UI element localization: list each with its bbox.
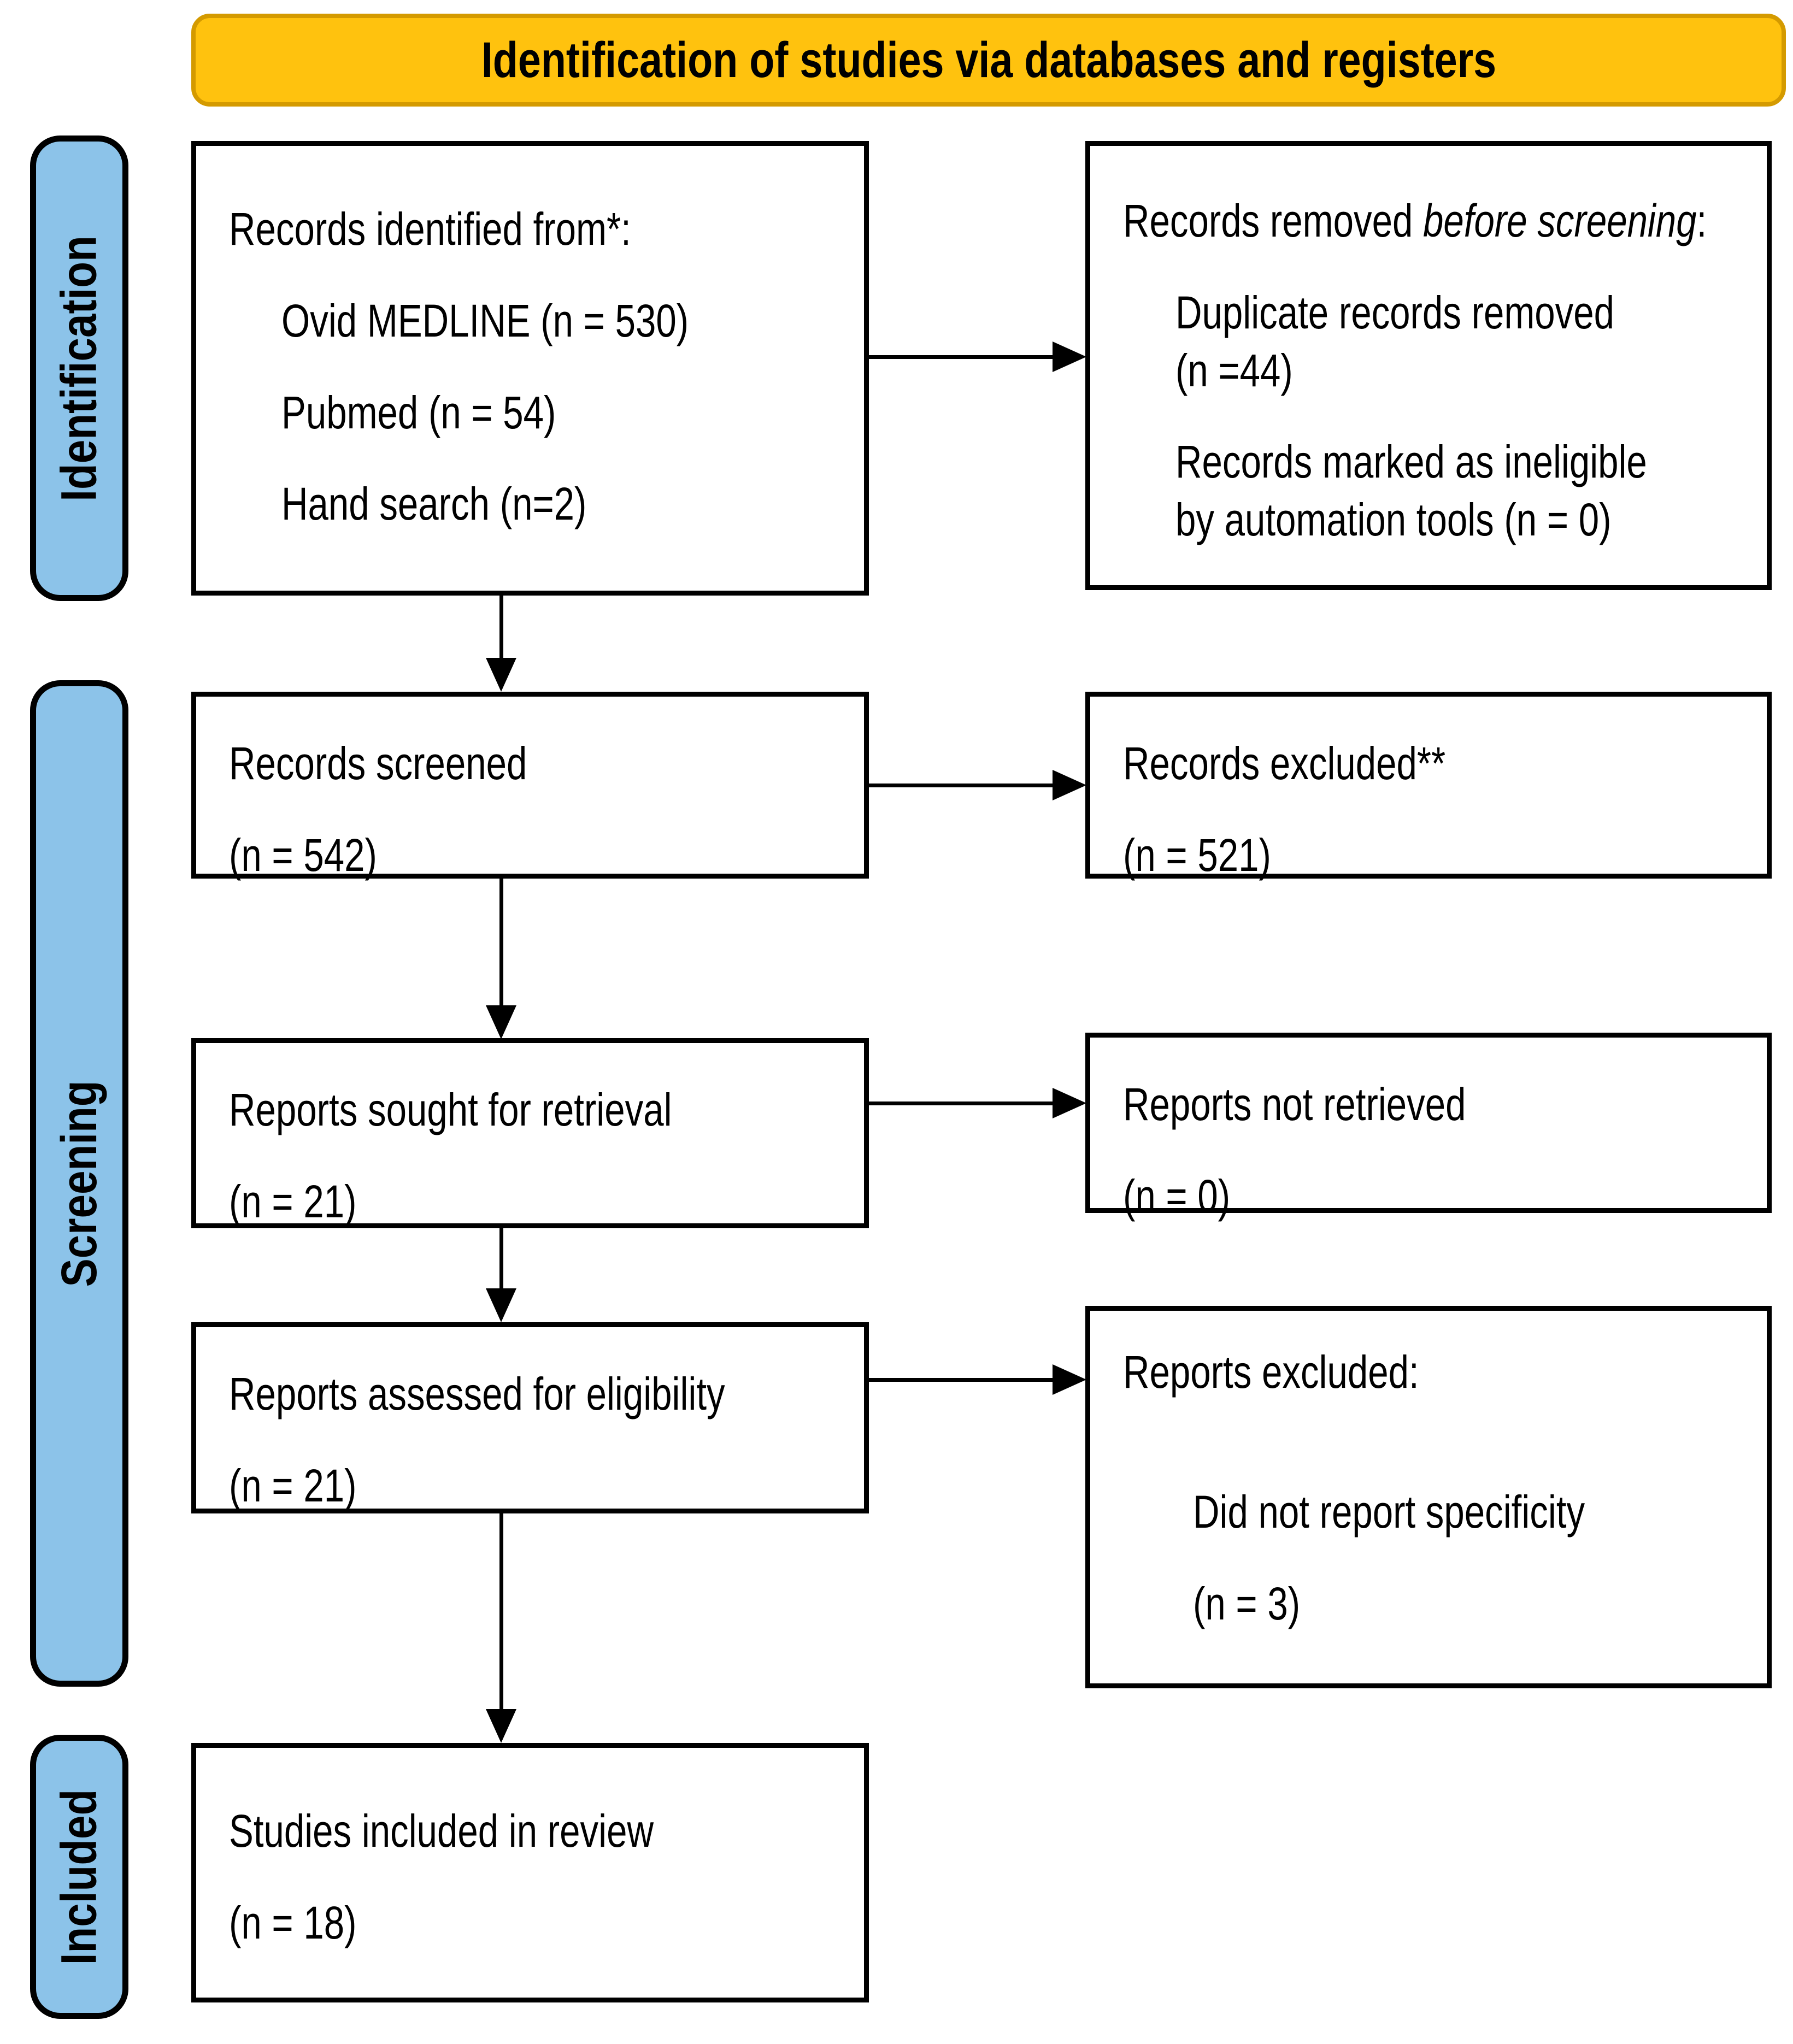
connector-assessed-to-reports-excluded bbox=[868, 1378, 1054, 1382]
text-line: Records marked as ineligible bbox=[1175, 436, 1647, 488]
text-segment-italic: before screening bbox=[1423, 195, 1697, 246]
box-studies-included: Studies included in review (n = 18) bbox=[191, 1743, 869, 2002]
box-records-screened: Records screened (n = 542) bbox=[191, 692, 869, 881]
text-line: Did not report specificity bbox=[1193, 1486, 1585, 1538]
text-line: Pubmed (n = 54) bbox=[281, 386, 556, 438]
arrowhead-down-icon bbox=[486, 1005, 516, 1039]
connector-sought-to-not-retrieved bbox=[868, 1101, 1054, 1105]
box-records-excluded-text: Records excluded** (n = 521) bbox=[1123, 735, 1734, 885]
box-records-removed: Records removed before screening: Duplic… bbox=[1085, 141, 1772, 590]
title-banner: Identification of studies via databases … bbox=[191, 14, 1786, 107]
connector-sought-to-assessed bbox=[499, 1227, 503, 1291]
text-line: Records identified from*: bbox=[229, 203, 631, 255]
box-reports-excluded: Reports excluded: Did not report specifi… bbox=[1085, 1306, 1772, 1688]
text-line: Reports sought for retrieval bbox=[229, 1084, 672, 1135]
box-reports-sought-text: Reports sought for retrieval (n = 21) bbox=[229, 1081, 831, 1231]
text-line: (n = 0) bbox=[1123, 1170, 1231, 1222]
text-line: Studies included in review bbox=[229, 1805, 654, 1857]
box-records-identified-text: Records identified from*: Ovid MEDLINE (… bbox=[229, 201, 831, 533]
box-reports-sought: Reports sought for retrieval (n = 21) bbox=[191, 1038, 869, 1228]
box-reports-assessed-text: Reports assessed for eligibility (n = 21… bbox=[229, 1365, 831, 1515]
stage-label-identification-text: Identification bbox=[51, 235, 107, 502]
text-segment: : bbox=[1696, 195, 1707, 246]
stage-label-screening: Screening bbox=[30, 680, 128, 1687]
stage-label-screening-text: Screening bbox=[51, 1080, 107, 1287]
text-line: (n = 542) bbox=[229, 829, 377, 881]
text-line: Ovid MEDLINE (n = 530) bbox=[281, 294, 689, 346]
arrowhead-down-icon bbox=[486, 1709, 516, 1743]
arrowhead-down-icon bbox=[486, 1288, 516, 1322]
text-line: (n = 3) bbox=[1193, 1577, 1301, 1629]
box-records-screened-text: Records screened (n = 542) bbox=[229, 735, 831, 885]
text-line: Reports excluded: bbox=[1123, 1346, 1419, 1398]
connector-screened-to-sought bbox=[499, 877, 503, 1006]
text-line: Records excluded** bbox=[1123, 738, 1446, 789]
text-line: (n = 21) bbox=[229, 1459, 357, 1511]
title-banner-label: Identification of studies via databases … bbox=[481, 32, 1496, 88]
text-line: Duplicate records removed bbox=[1175, 286, 1615, 338]
box-studies-included-text: Studies included in review (n = 18) bbox=[229, 1803, 831, 1952]
text-line: Reports assessed for eligibility bbox=[229, 1368, 725, 1419]
box-reports-assessed: Reports assessed for eligibility (n = 21… bbox=[191, 1322, 869, 1513]
box-reports-not-retrieved: Reports not retrieved (n = 0) bbox=[1085, 1033, 1772, 1222]
text-line: Reports not retrieved bbox=[1123, 1079, 1466, 1130]
stage-label-identification: Identification bbox=[30, 136, 128, 601]
arrowhead-right-icon bbox=[1053, 1088, 1086, 1118]
box-reports-excluded-text: Reports excluded: Did not report specifi… bbox=[1123, 1344, 1734, 1633]
text-line: Hand search (n=2) bbox=[281, 478, 587, 530]
text-line: (n = 521) bbox=[1123, 829, 1271, 881]
box-reports-not-retrieved-text: Reports not retrieved (n = 0) bbox=[1123, 1076, 1734, 1226]
connector-identified-to-screened bbox=[499, 594, 503, 661]
connector-assessed-to-included bbox=[499, 1512, 503, 1711]
arrowhead-right-icon bbox=[1053, 770, 1086, 800]
stage-label-included-text: Included bbox=[51, 1789, 107, 1965]
connector-screened-to-excluded bbox=[868, 784, 1054, 787]
box-records-identified: Records identified from*: Ovid MEDLINE (… bbox=[191, 141, 869, 596]
text-line: Records screened bbox=[229, 738, 527, 789]
arrowhead-right-icon bbox=[1053, 341, 1086, 372]
text-line: Records removed before screening: bbox=[1123, 192, 1734, 250]
text-segment: Records removed bbox=[1123, 195, 1424, 246]
arrowhead-down-icon bbox=[486, 658, 516, 692]
box-records-removed-text: Records removed before screening: Duplic… bbox=[1123, 192, 1734, 549]
text-line: (n = 21) bbox=[229, 1175, 357, 1227]
arrowhead-right-icon bbox=[1053, 1364, 1086, 1395]
stage-label-included: Included bbox=[30, 1735, 128, 2019]
text-line: by automation tools (n = 0) bbox=[1175, 494, 1612, 546]
box-records-excluded: Records excluded** (n = 521) bbox=[1085, 692, 1772, 881]
text-line: (n =44) bbox=[1175, 344, 1293, 396]
text-line: (n = 18) bbox=[229, 1896, 357, 1948]
connector-identified-to-removed bbox=[868, 355, 1054, 359]
